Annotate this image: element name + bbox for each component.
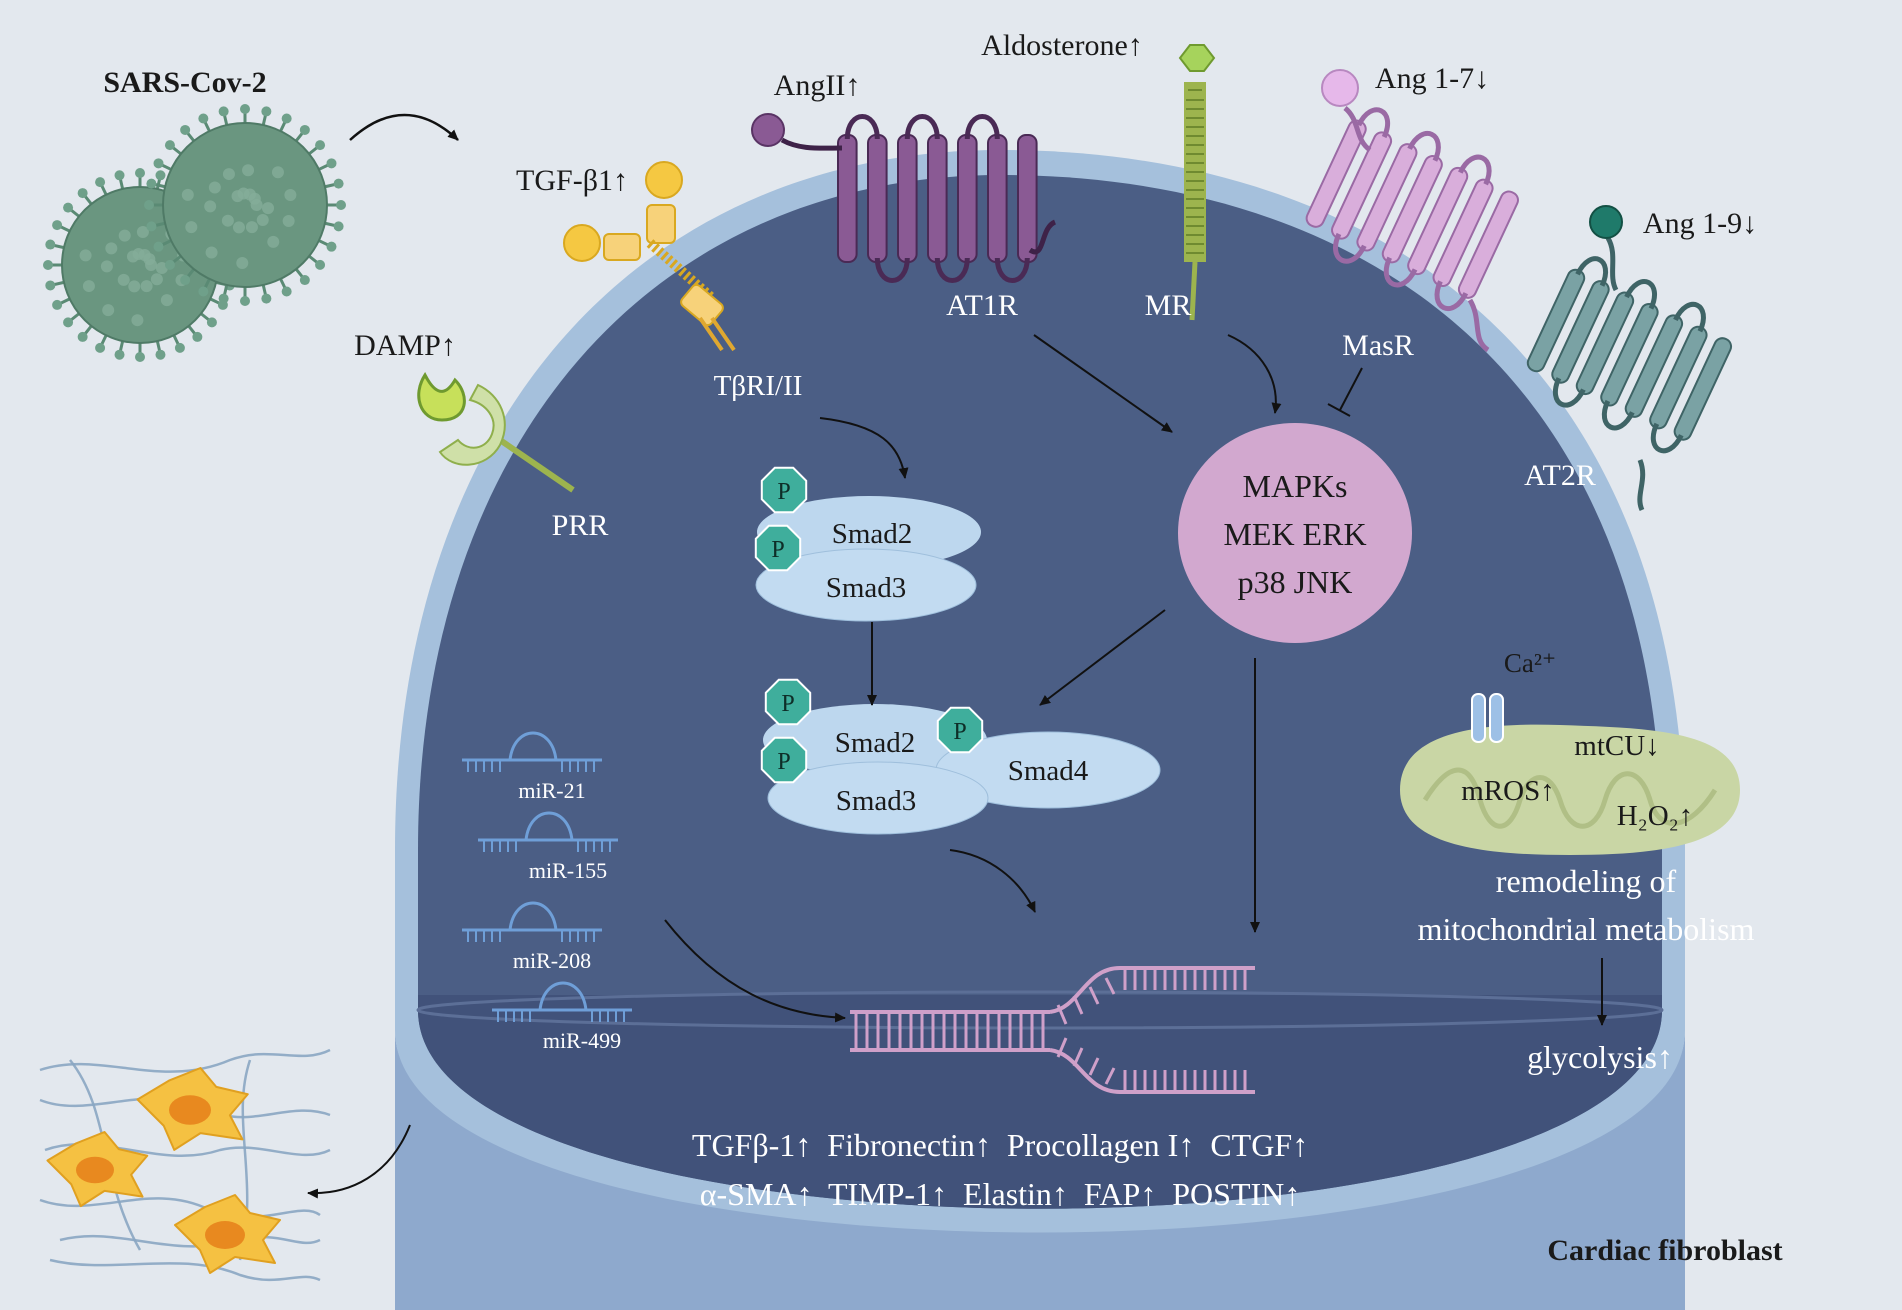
mirna-label: miR-208 — [513, 948, 591, 973]
angii-ligand-label: AngII↑ — [774, 69, 861, 102]
mirna-item: miR-155 — [478, 811, 618, 883]
at1r-receptor-icon — [780, 114, 1057, 283]
calcium-label: Ca²⁺ — [1504, 648, 1556, 678]
calcium-channel-icon — [1471, 693, 1504, 743]
mirna-item: miR-208 — [462, 901, 602, 973]
gene-products-row-1: TGFβ-1↑ Fibronectin↑ Procollagen I↑ CTGF… — [692, 1127, 1308, 1163]
mirna-item: miR-21 — [462, 731, 602, 803]
phospho-icon: P — [764, 678, 812, 726]
gene-products-row-2: α-SMA↑ TIMP-1↑ Elastin↑ FAP↑ POSTIN↑ — [700, 1176, 1301, 1212]
mtcu-label: mtCU↓ — [1574, 730, 1659, 762]
smad2-label-lower: Smad2 — [835, 727, 916, 759]
arrow-mapk-to-smad4 — [1039, 609, 1166, 706]
at2r-receptor-icon — [1526, 236, 1733, 512]
arrow-mr-to-mapk — [1227, 334, 1282, 414]
fibrosis-illustration — [39, 1048, 331, 1282]
ang17-ligand-icon — [1321, 69, 1359, 107]
smad3-label-lower: Smad3 — [836, 785, 917, 817]
mirna-label: miR-21 — [518, 778, 585, 803]
phospho-icon: P — [936, 706, 984, 754]
mros-label: mROS↑ — [1461, 775, 1554, 807]
nucleus-rim — [416, 990, 1664, 1030]
mirna-list: miR-21 miR-155 miR-208 miR-499 — [462, 731, 632, 1053]
virus-label: SARS-Cov-2 — [103, 66, 266, 99]
inhibit-masr-to-mapk — [1339, 367, 1363, 411]
mito-caption-2: mitochondrial metabolism — [1418, 911, 1755, 947]
mapk-circle — [1178, 423, 1412, 643]
arrow-smad-to-dna — [949, 849, 1036, 913]
pathway-arrows — [307, 334, 1607, 1199]
h2o2-label: H₂O₂↑ — [1617, 800, 1694, 832]
mitochondrion-icon — [1400, 693, 1740, 855]
phospho-label: P — [777, 749, 790, 775]
tgf-receptor-icon — [563, 161, 736, 352]
at1r-receptor-label: AT1R — [946, 289, 1018, 322]
sars-cov-2-virus-icon — [43, 104, 346, 362]
phospho-label: P — [777, 479, 790, 505]
cell-cytoplasm — [418, 175, 1662, 1209]
phospho-icon: P — [760, 466, 808, 514]
arrow-mirna-to-dna — [664, 919, 846, 1023]
aldosterone-ligand-label: Aldosterone↑ — [981, 29, 1143, 62]
phospho-label: P — [771, 537, 784, 563]
phospho-icon: P — [754, 524, 802, 572]
tbr-receptor-label: TβRI/II — [714, 370, 803, 402]
prr-receptor-label: PRR — [552, 509, 609, 542]
mr-receptor-icon — [1178, 44, 1216, 321]
mapk-label-2: MEK ERK — [1223, 516, 1366, 552]
phospho-groups: P P P P P — [754, 466, 984, 784]
nucleus-band — [418, 995, 1662, 1209]
inhibit-bar — [1327, 403, 1351, 417]
arrow-cell-to-fibrosis — [307, 1124, 411, 1199]
masr-receptor-icon — [1305, 106, 1519, 353]
ang19-ligand-icon — [1589, 205, 1623, 239]
smad-complex-upper — [755, 496, 981, 622]
angii-ligand-icon — [751, 113, 785, 147]
at2r-receptor-label: AT2R — [1524, 459, 1596, 492]
smad2-label-upper: Smad2 — [832, 518, 913, 550]
cell-lower-dome — [395, 1030, 1685, 1310]
cell — [395, 150, 1685, 1310]
phospho-label: P — [953, 719, 966, 745]
ang17-ligand-label: Ang 1-7↓ — [1375, 62, 1489, 95]
dna-icon — [850, 966, 1255, 1094]
smad3-label-upper: Smad3 — [826, 572, 907, 604]
mirna-item: miR-499 — [492, 981, 632, 1053]
mapk-label-3: p38 JNK — [1238, 564, 1353, 600]
mr-receptor-label: MR — [1145, 289, 1192, 322]
arrow-tbr-to-smad — [819, 417, 909, 479]
smad4-label-lower: Smad4 — [1008, 755, 1089, 787]
damp-ligand-label: DAMP↑ — [354, 329, 456, 362]
mito-caption-1: remodeling of — [1496, 863, 1677, 899]
tgf-ligand-icon — [563, 224, 601, 262]
tgf-ligand-label: TGF-β1↑ — [516, 164, 628, 197]
cell-type-label: Cardiac fibroblast — [1547, 1234, 1782, 1267]
masr-receptor-label: MasR — [1342, 329, 1414, 362]
smad-complex-lower — [763, 704, 1161, 835]
virus-entry-arrow — [349, 113, 459, 141]
phospho-icon: P — [760, 736, 808, 784]
ang19-ligand-label: Ang 1-9↓ — [1643, 207, 1757, 240]
mirna-label: miR-155 — [529, 858, 607, 883]
prr-receptor-icon — [417, 372, 575, 493]
tgf-ligand-icon — [645, 161, 683, 199]
arrow-at1r-to-mapk — [1033, 334, 1173, 433]
glycolysis-label: glycolysis↑ — [1527, 1039, 1673, 1075]
mirna-label: miR-499 — [543, 1028, 621, 1053]
mapk-label-1: MAPKs — [1243, 468, 1348, 504]
phospho-label: P — [781, 691, 794, 717]
